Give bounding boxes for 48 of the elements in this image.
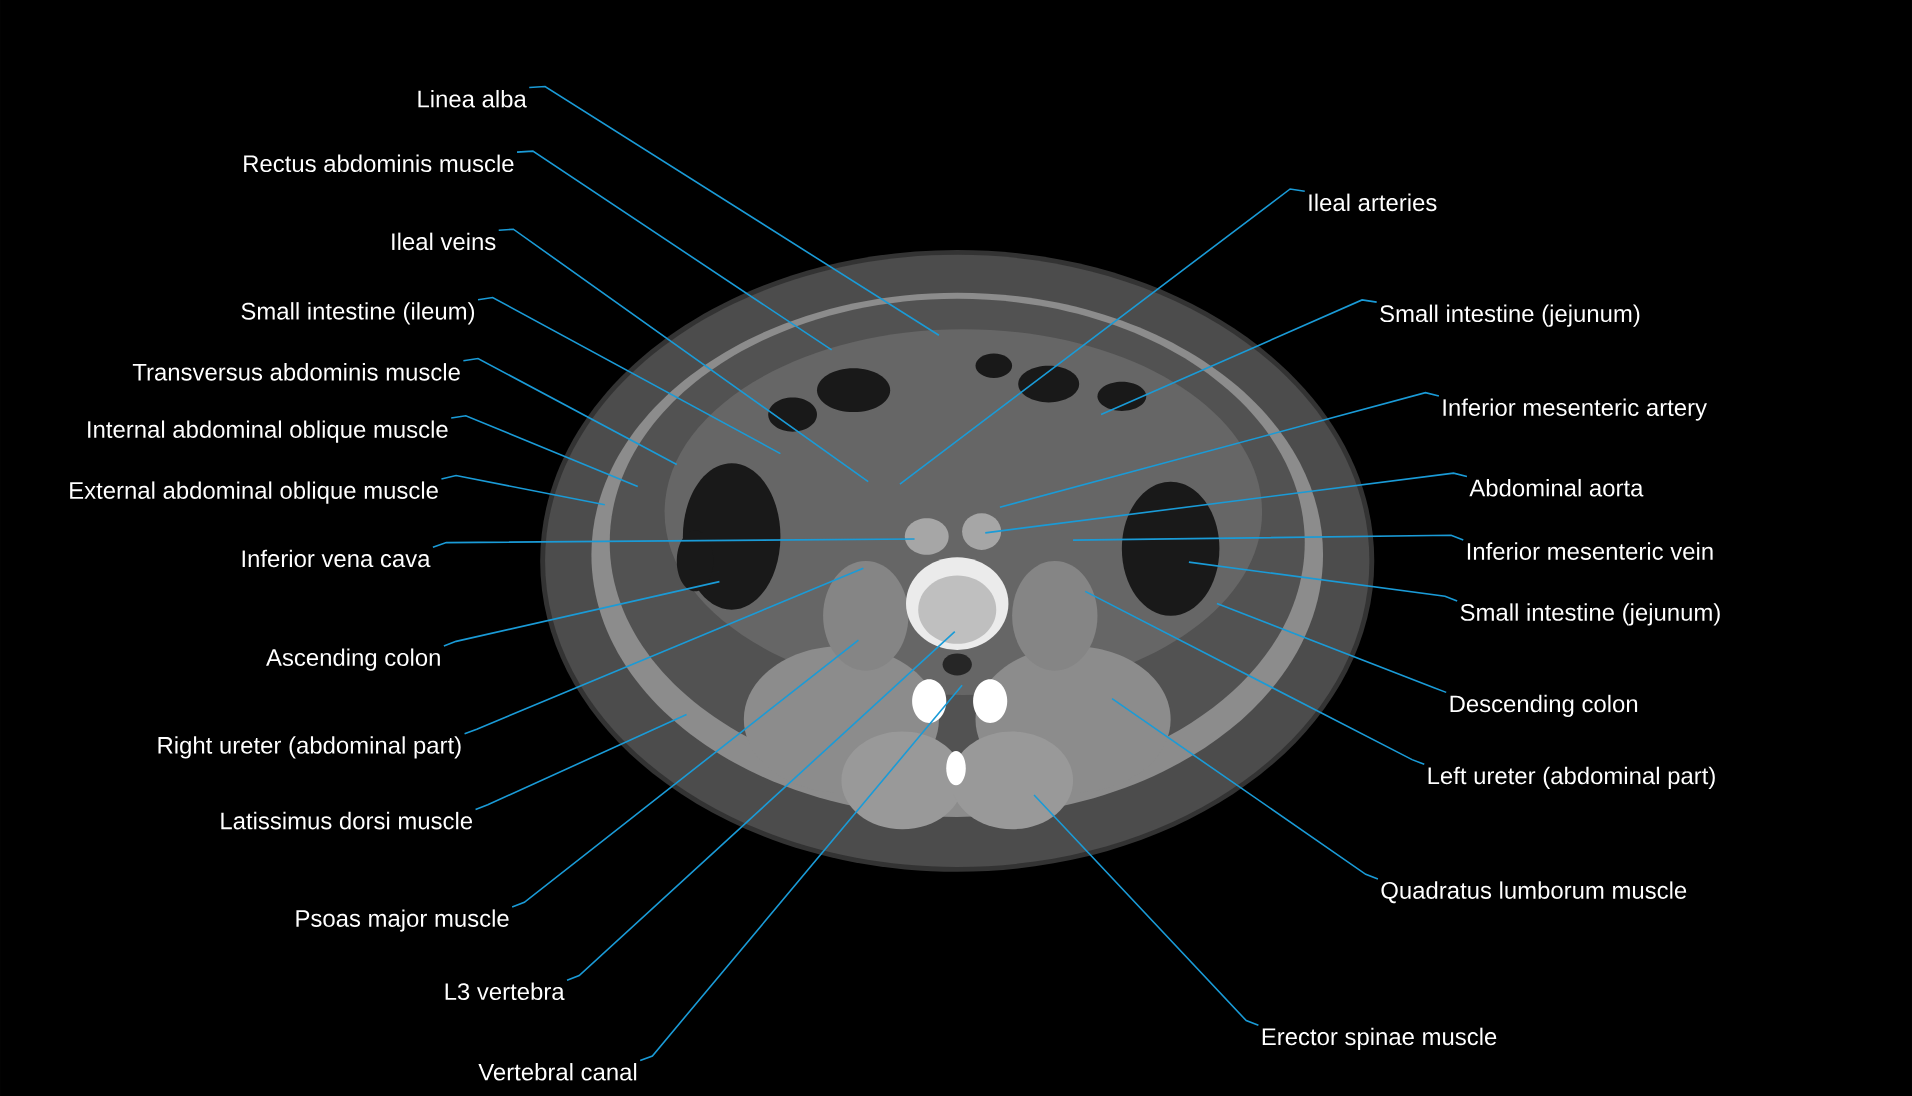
structure-label: External abdominal oblique muscle [70,481,438,504]
leader-line [1216,602,1447,694]
structure-label: Inferior mesenteric vein [1467,542,1713,560]
leader-line [474,713,688,811]
structure-label: Descending colon [1450,694,1638,717]
leader-line [1084,590,1426,765]
leader-line [463,567,865,735]
structure-label: Left ureter (abdominal part) [1428,766,1715,789]
leader-line [1033,794,1260,1026]
leader-line [639,684,963,1062]
leader-line [1188,561,1458,602]
structure-label: Rectus abdominis muscle [244,154,514,172]
leader-line [999,391,1440,508]
leader-line [984,472,1468,534]
leader-line [1072,534,1465,541]
leader-line [432,538,916,548]
structure-label: Abdominal aorta [1469,478,1644,497]
structure-label: Right ureter (abdominal part) [158,736,461,759]
structure-label: L3 vertebra [445,982,565,1000]
leader-line [1111,697,1379,880]
structure-label: Ascending colon [266,648,440,671]
leader-line [450,414,639,488]
structure-label: Erector spinae muscle [1262,1027,1497,1050]
structure-label: Internal abdominal oblique muscle [88,420,448,443]
structure-label: Transversus abdominis muscle [132,363,460,381]
structure-label: Small intestine (jejunum) [1380,304,1640,327]
leader-line [566,630,956,981]
structure-label: Vertebral canal [478,1062,637,1081]
structure-label: Latissimus dorsi muscle [221,811,473,830]
structure-label: Psoas major muscle [296,909,509,932]
structure-label: Quadratus lumborum muscle [1381,881,1687,904]
leader-line [511,639,860,908]
leader-line [528,85,940,336]
leader-line [462,357,678,466]
leader-line [899,188,1306,485]
structure-label: Small intestine (jejunum) [1460,603,1720,626]
structure-label: Inferior mesenteric artery [1443,398,1707,421]
leader-line [440,474,606,506]
leader-line [497,228,869,483]
leader-line [1100,299,1378,416]
structure-label: Small intestine (ileum) [241,302,475,325]
leader-line [443,580,721,647]
structure-label: Linea alba [418,89,527,108]
leader-line [477,296,782,455]
structure-label: Inferior vena cava [242,549,431,568]
structure-label: Ileal veins [392,232,496,251]
leader-line [516,150,833,351]
structure-label: Ileal arteries [1309,193,1437,212]
